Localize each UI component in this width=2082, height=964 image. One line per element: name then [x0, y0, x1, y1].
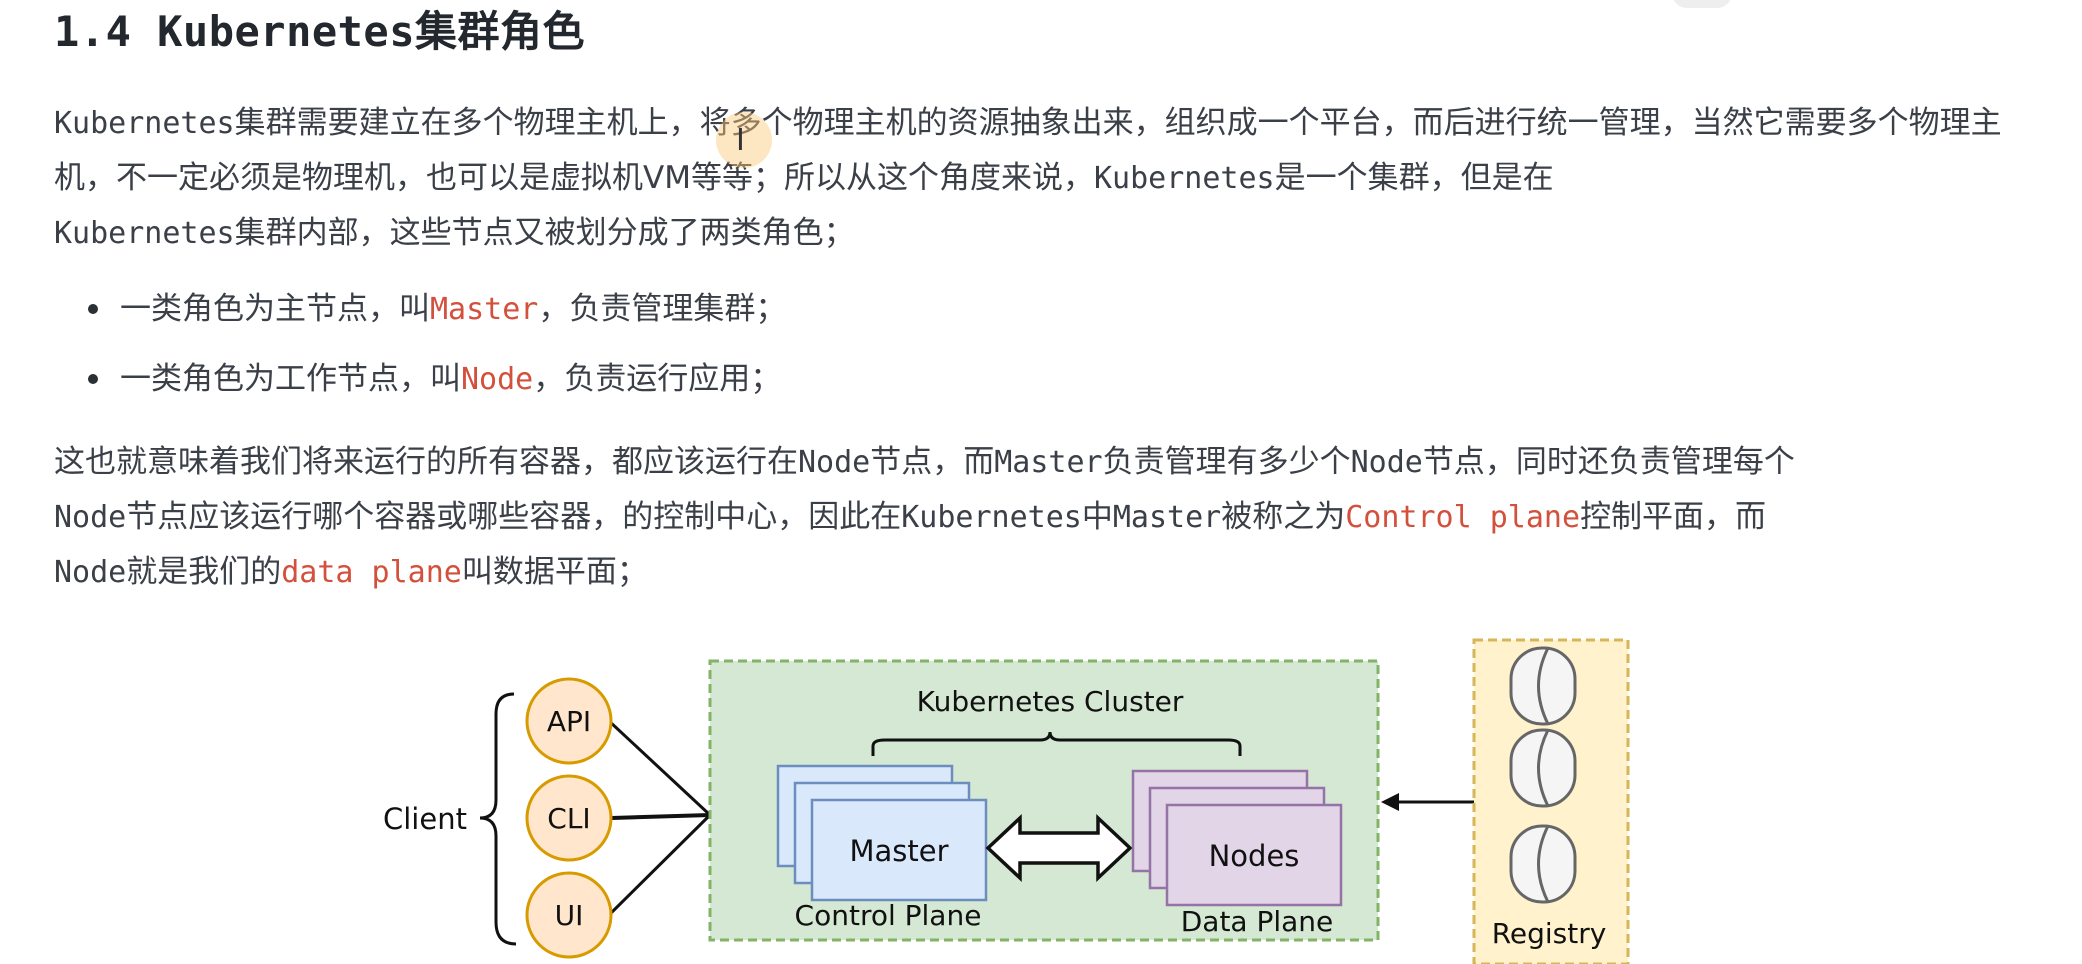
- database-icon: [1509, 824, 1577, 904]
- explain-text: 被称之为: [1221, 499, 1346, 535]
- explain-text: 就是我们的: [126, 554, 282, 590]
- nodes-stack: Nodes: [1131, 769, 1343, 907]
- bullet-icon: [88, 374, 98, 384]
- explain-text: 节点，而: [870, 444, 995, 480]
- ui-node: UI: [525, 871, 613, 959]
- intro-text: 是一个集群，但是在: [1274, 160, 1554, 196]
- cursor-highlight: [716, 112, 772, 168]
- list-item-text: ，负责运行应用；: [533, 361, 782, 397]
- inline-code: Node: [461, 362, 534, 397]
- inline-term: Node: [1350, 445, 1423, 480]
- inline-term: Master: [1112, 500, 1222, 535]
- roles-list: 一类角色为主节点，叫Master，负责管理集群； 一类角色为工作节点，叫Node…: [54, 282, 1954, 422]
- nodes-label: Nodes: [1209, 839, 1300, 873]
- inline-term: Kubernetes: [1093, 161, 1275, 196]
- explain-text: 负责管理有多少个: [1102, 444, 1351, 480]
- cli-label: CLI: [547, 802, 590, 835]
- inline-code: data plane: [281, 555, 462, 590]
- connector-line: [607, 719, 712, 817]
- inline-term: Node: [798, 445, 871, 480]
- inline-term: Node: [54, 555, 127, 590]
- inline-code: Master: [430, 292, 539, 327]
- explain-text: 节点，同时还负责管理每个: [1422, 444, 1795, 480]
- inline-code: Control plane: [1345, 500, 1581, 535]
- decorative-blob: [1672, 0, 1732, 8]
- registry-arrow-head-icon: [1381, 793, 1399, 811]
- client-brace-icon: [479, 692, 517, 946]
- inline-term: Kubernetes: [901, 500, 1082, 535]
- bullet-icon: [88, 304, 98, 314]
- database-icon: [1509, 646, 1577, 726]
- client-label: Client: [383, 802, 467, 836]
- explain-text: 控制平面，而: [1580, 499, 1767, 535]
- inline-term: Kubernetes: [54, 216, 235, 251]
- cluster-brace-icon: [871, 731, 1242, 756]
- intro-paragraph: Kubernetes集群需要建立在多个物理主机上，将多个物理主机的资源抽象出来，…: [54, 96, 2004, 261]
- inline-term: Node: [54, 500, 127, 535]
- explain-text: 这也就意味着我们将来运行的所有容器，都应该运行在: [54, 444, 798, 480]
- explain-paragraph: 这也就意味着我们将来运行的所有容器，都应该运行在Node节点，而Master负责…: [54, 435, 2004, 600]
- section-heading: 1.4 Kubernetes集群角色: [54, 7, 586, 56]
- connector-line: [611, 813, 711, 820]
- double-arrow-icon: [985, 813, 1133, 883]
- inline-term: Master: [994, 445, 1103, 480]
- connector-line: [607, 813, 712, 917]
- explain-text: 节点应该运行哪个容器或哪些容器，的控制中心，因此在: [126, 499, 902, 535]
- intro-text: 集群需要建立在多个物理主机上，将多个物理主机的资源抽象出来，组织成一个平台，而后…: [54, 105, 2002, 196]
- data-plane-label: Data Plane: [1181, 905, 1334, 938]
- explain-text: 中: [1081, 499, 1113, 535]
- list-item-text: ，负责管理集群；: [538, 291, 787, 327]
- list-item-text: 一类角色为工作节点，叫: [120, 361, 461, 397]
- master-label: Master: [849, 834, 948, 868]
- cluster-title: Kubernetes Cluster: [917, 685, 1184, 718]
- api-label: API: [547, 705, 591, 738]
- registry-label: Registry: [1492, 917, 1607, 950]
- inline-term: Kubernetes: [54, 106, 235, 141]
- list-item: 一类角色为主节点，叫Master，负责管理集群；: [54, 282, 1954, 352]
- list-item: 一类角色为工作节点，叫Node，负责运行应用；: [54, 352, 1954, 422]
- ui-label: UI: [555, 899, 584, 932]
- kubernetes-cluster-diagram: Client API CLI UI Kubernetes Cluster: [383, 638, 1630, 964]
- cli-node: CLI: [525, 774, 613, 862]
- api-node: API: [525, 677, 613, 765]
- database-icon: [1509, 728, 1577, 808]
- text-cursor-icon: I: [736, 123, 745, 158]
- explain-text: 叫数据平面；: [461, 554, 648, 590]
- master-stack: Master: [776, 764, 988, 902]
- intro-text: 集群内部，这些节点又被划分成了两类角色；: [234, 215, 855, 251]
- list-item-text: 一类角色为主节点，叫: [120, 291, 430, 327]
- control-plane-label: Control Plane: [795, 899, 982, 932]
